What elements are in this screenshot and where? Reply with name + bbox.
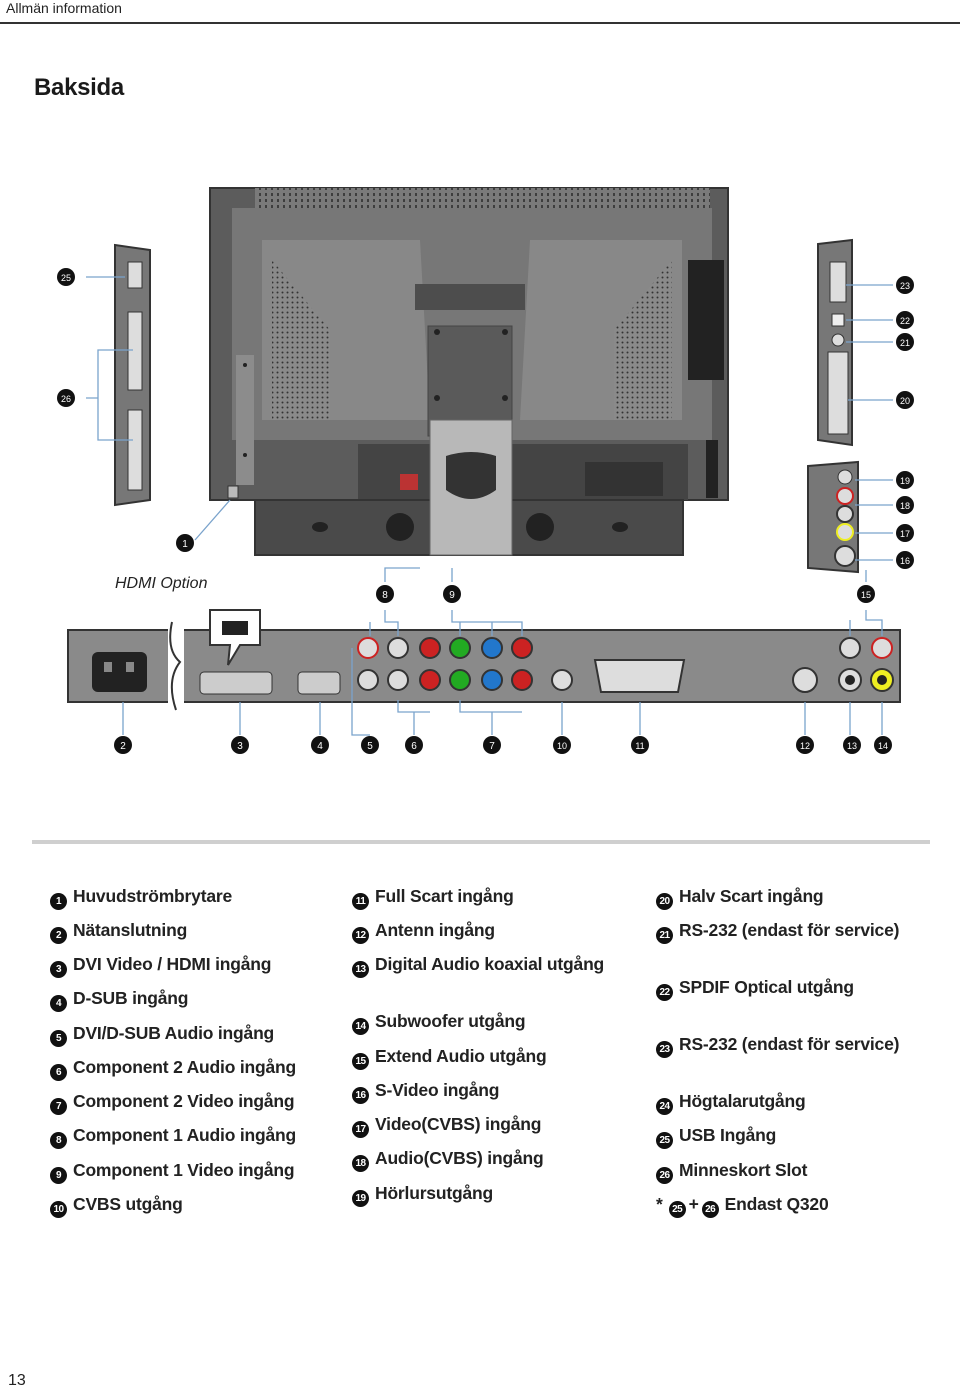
callout-14: 14 <box>874 736 892 754</box>
svg-text:3: 3 <box>237 741 243 752</box>
svg-text:12: 12 <box>800 741 810 751</box>
page-title: Baksida <box>34 74 124 101</box>
svg-text:8: 8 <box>382 590 388 601</box>
callout-17: 17 <box>896 524 914 542</box>
callout-6: 6 <box>405 736 423 754</box>
callout-15: 15 <box>857 585 875 603</box>
svg-text:10: 10 <box>557 741 567 751</box>
svg-text:22: 22 <box>900 316 910 326</box>
callout-4: 4 <box>311 736 329 754</box>
callout-18: 18 <box>896 496 914 514</box>
callout-8: 8 <box>376 585 394 603</box>
svg-text:7: 7 <box>489 741 495 752</box>
callout-markers: 25 26 1 8 9 15 23 22 21 20 19 18 17 16 2… <box>57 268 914 754</box>
svg-text:6: 6 <box>411 741 417 752</box>
svg-text:19: 19 <box>900 476 910 486</box>
callout-11: 11 <box>631 736 649 754</box>
callout-16: 16 <box>896 551 914 569</box>
callout-13: 13 <box>843 736 861 754</box>
rear-panel-diagram: HDMI Option 25 26 1 8 9 15 23 22 21 20 1… <box>57 187 914 754</box>
callout-21: 21 <box>896 333 914 351</box>
callout-2: 2 <box>114 736 132 754</box>
svg-text:5: 5 <box>367 741 373 752</box>
callout-20: 20 <box>896 391 914 409</box>
svg-text:11: 11 <box>635 741 644 751</box>
header-divider <box>0 22 960 24</box>
section-divider <box>32 840 930 844</box>
svg-text:23: 23 <box>900 281 910 291</box>
callout-10: 10 <box>553 736 571 754</box>
svg-text:25: 25 <box>61 273 71 283</box>
svg-text:2: 2 <box>120 741 126 752</box>
svg-text:18: 18 <box>900 501 910 511</box>
svg-text:1: 1 <box>182 539 188 550</box>
callout-26: 26 <box>57 389 75 407</box>
hdmi-option-bubble <box>209 609 261 666</box>
section-header: Allmän information <box>6 0 122 16</box>
page-number: 13 <box>8 1372 26 1389</box>
callout-12: 12 <box>796 736 814 754</box>
svg-text:15: 15 <box>861 590 871 600</box>
hdmi-option-label: HDMI Option <box>115 575 208 592</box>
svg-text:20: 20 <box>900 396 910 406</box>
av-side-panel <box>807 460 859 574</box>
svg-text:16: 16 <box>900 556 910 566</box>
callout-19: 19 <box>896 471 914 489</box>
left-side-panel <box>114 243 151 507</box>
svg-text:9: 9 <box>449 590 455 601</box>
callout-9: 9 <box>443 585 461 603</box>
callout-22: 22 <box>896 311 914 329</box>
svg-text:14: 14 <box>878 741 888 751</box>
callout-23: 23 <box>896 276 914 294</box>
callout-3: 3 <box>231 736 249 754</box>
callout-7: 7 <box>483 736 501 754</box>
footnote-star: * <box>656 1194 663 1214</box>
callout-25: 25 <box>57 268 75 286</box>
svg-text:21: 21 <box>900 338 910 348</box>
tv-back <box>209 187 729 556</box>
svg-text:26: 26 <box>61 394 71 404</box>
svg-text:4: 4 <box>317 741 323 752</box>
svg-text:13: 13 <box>847 741 857 751</box>
svg-text:17: 17 <box>900 529 910 539</box>
connector-strip <box>67 621 901 711</box>
callout-5: 5 <box>361 736 379 754</box>
right-side-panel <box>817 238 853 447</box>
callout-1: 1 <box>176 534 194 552</box>
